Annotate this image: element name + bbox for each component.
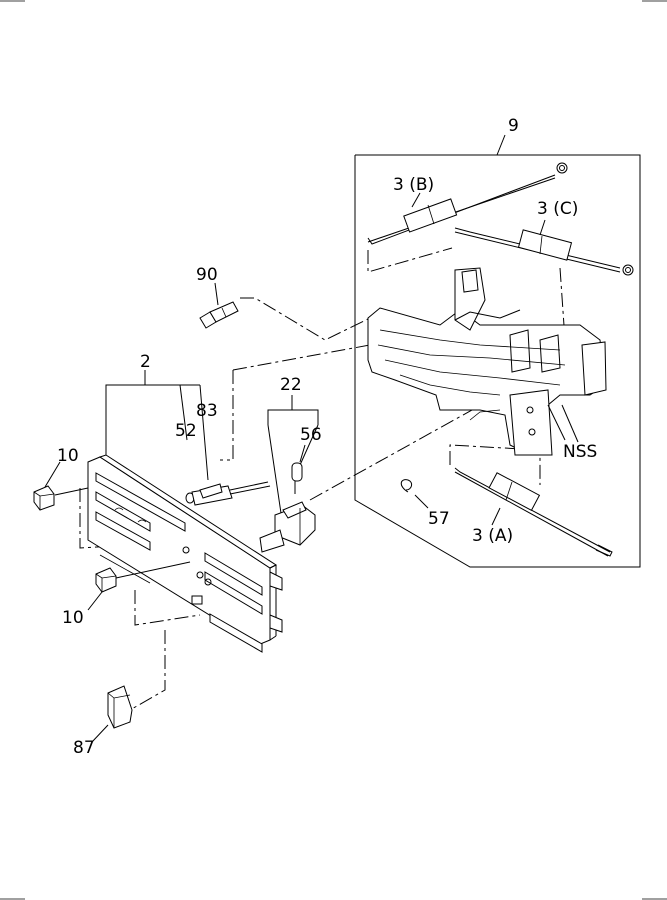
label-57: 57 xyxy=(428,509,450,529)
cable-3b xyxy=(367,162,568,245)
control-panel xyxy=(87,454,283,653)
label-10-upper: 10 xyxy=(57,446,79,466)
knob-10-upper xyxy=(33,461,89,511)
label-56: 56 xyxy=(300,425,322,445)
sensor-83 xyxy=(185,481,271,506)
clip-57 xyxy=(400,479,429,509)
label-2: 2 xyxy=(140,352,151,372)
label-10-lower: 10 xyxy=(62,608,84,628)
cable-3c xyxy=(454,219,634,276)
nss-leader xyxy=(547,404,566,441)
label-83: 83 xyxy=(196,401,218,421)
cable-3a xyxy=(454,467,613,557)
control-mechanism xyxy=(367,267,607,456)
bulb-56 xyxy=(291,444,306,482)
socket-22 xyxy=(259,501,316,553)
label-nss: NSS xyxy=(563,442,597,462)
bracket-22 xyxy=(267,395,319,521)
part-labels: 9 3 (B) 3 (C) 90 2 22 83 52 56 10 NSS 57… xyxy=(57,116,597,758)
label-90: 90 xyxy=(196,265,218,285)
subassembly-box xyxy=(354,134,641,568)
bracket-2 xyxy=(105,370,209,481)
leader-lines xyxy=(79,247,566,711)
label-87: 87 xyxy=(73,738,95,758)
knob-10-lower xyxy=(87,561,191,611)
label-3b: 3 (B) xyxy=(393,175,434,195)
label-9: 9 xyxy=(508,116,519,136)
label-3a: 3 (A) xyxy=(472,526,513,546)
cap-87 xyxy=(91,685,133,743)
bolt-90 xyxy=(199,282,239,329)
label-52: 52 xyxy=(175,421,197,441)
label-22: 22 xyxy=(280,375,302,395)
label-3c: 3 (C) xyxy=(537,199,578,219)
